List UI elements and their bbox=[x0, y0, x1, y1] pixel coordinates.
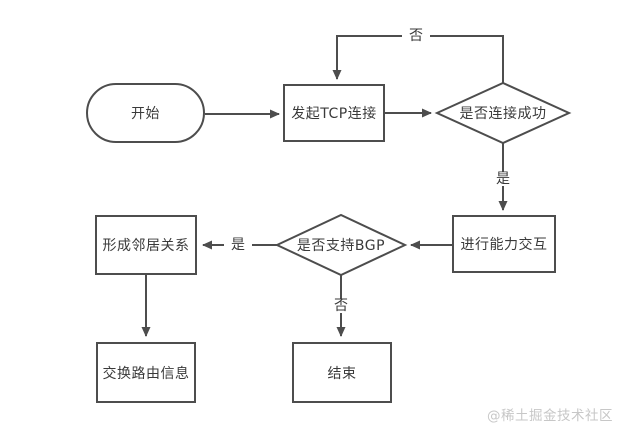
decision-support-bgp-label-box: 是否支持BGP bbox=[277, 230, 405, 260]
node-start-label: 开始 bbox=[131, 106, 160, 122]
decision-conn-success-label-box: 是否连接成功 bbox=[437, 98, 569, 128]
node-capability-exchange: 进行能力交互 bbox=[452, 215, 556, 273]
decision-support-bgp-label: 是否支持BGP bbox=[296, 238, 386, 254]
node-form-neighbor: 形成邻居关系 bbox=[95, 215, 197, 275]
node-end: 结束 bbox=[292, 342, 392, 403]
edge-label-bgp-no: 否 bbox=[327, 299, 355, 313]
node-form-neighbor-label: 形成邻居关系 bbox=[102, 238, 190, 254]
edge-label-conn-yes: 是 bbox=[489, 172, 517, 186]
node-capability-exchange-label: 进行能力交互 bbox=[460, 237, 548, 253]
watermark-text: @稀土掘金技术社区 bbox=[487, 408, 613, 424]
node-exchange-routes-label: 交换路由信息 bbox=[102, 365, 190, 382]
decision-conn-success-shape bbox=[434, 81, 572, 145]
node-initiate-tcp-label: 发起TCP连接 bbox=[291, 106, 377, 122]
decision-conn-success-label: 是否连接成功 bbox=[459, 106, 547, 122]
node-exchange-routes: 交换路由信息 bbox=[96, 342, 196, 403]
edge-label-retry-no: 否 bbox=[402, 29, 430, 43]
node-end-label: 结束 bbox=[327, 365, 357, 382]
node-initiate-tcp: 发起TCP连接 bbox=[283, 84, 385, 142]
node-start: 开始 bbox=[86, 83, 205, 143]
decision-support-bgp-shape bbox=[274, 213, 408, 277]
edge-label-bgp-yes: 是 bbox=[224, 238, 252, 252]
